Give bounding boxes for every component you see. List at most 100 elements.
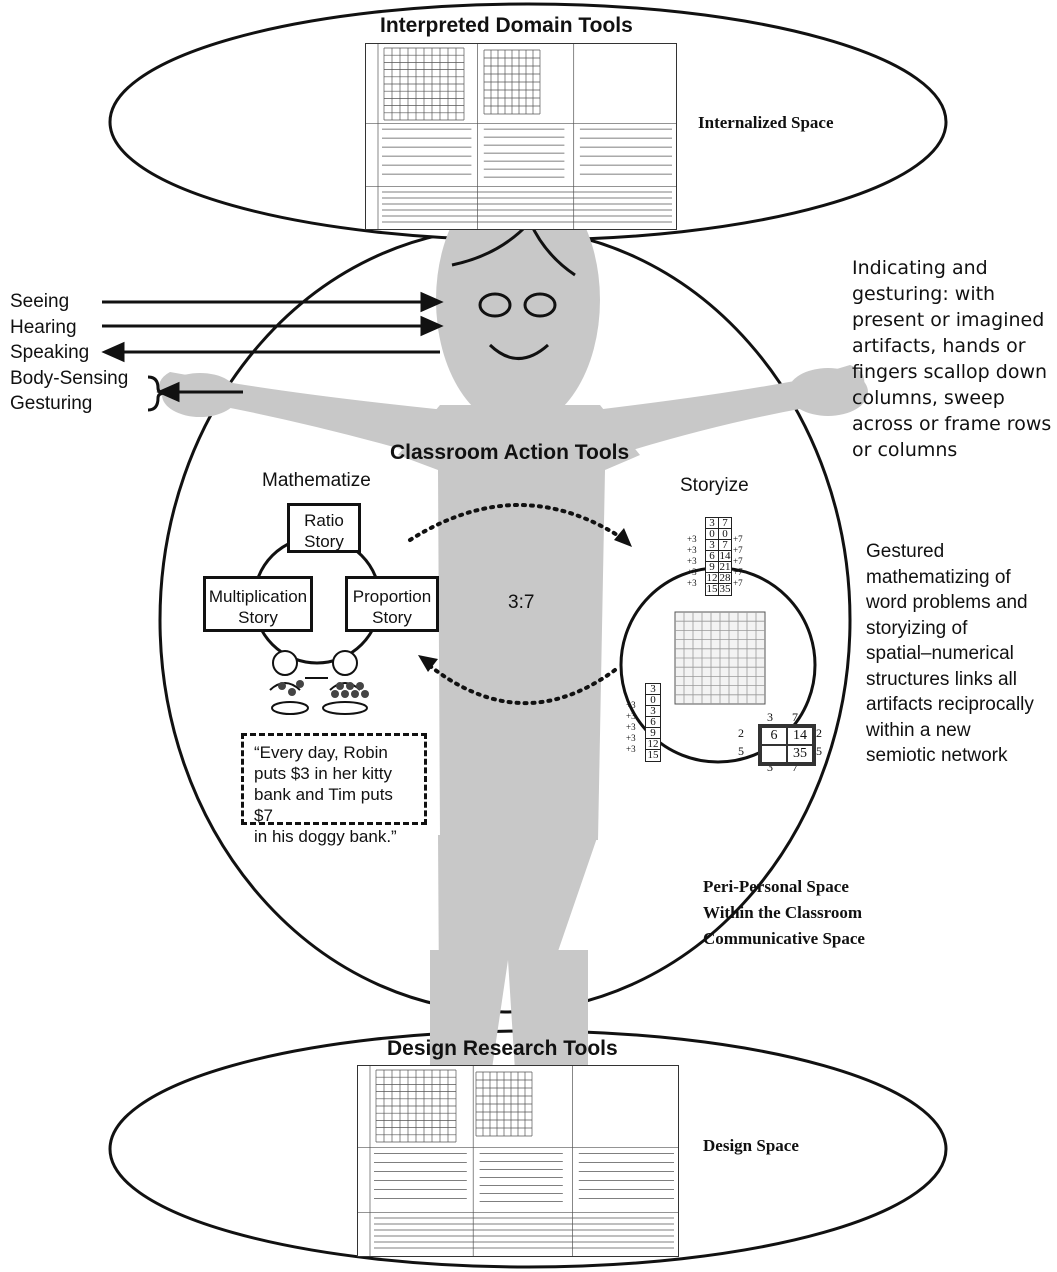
ratio-cell-seven: 0 (718, 528, 732, 541)
peri-line-3: Communicative Space (703, 929, 865, 948)
ratio-plus-three-mark: +3 (687, 567, 697, 577)
robin-tim-word-problem: “Every day, Robin puts $3 in her kitty b… (241, 733, 427, 846)
peri-line-1: Peri-Personal Space (703, 877, 849, 896)
sense-speaking: Speaking (10, 342, 90, 363)
sense-gesturing: Gesturing (10, 393, 93, 414)
puzzle-top-3: 3 (767, 710, 773, 724)
ratio-label: 3:7 (508, 592, 535, 613)
label-peri-personal-space: Peri-Personal Space Within the Classroom… (703, 874, 865, 952)
proportion-story-box: Proportion Story (345, 576, 439, 632)
proportion-story-line-1: Proportion (352, 587, 432, 606)
gesturing-line-6: columns, sweep (852, 387, 1005, 409)
children-cartoon (269, 650, 368, 715)
semiotic-line-9: semiotic network (866, 745, 1008, 766)
design-tools-sheet (357, 1065, 679, 1257)
semiotic-network-description: Gestured mathematizing of word problems … (866, 539, 1034, 769)
gesturing-line-4: artifacts, hands or (852, 335, 1026, 357)
puzzle-cell: 14 (787, 727, 813, 745)
semiotic-line-5: spatial–numerical (866, 643, 1014, 664)
ratio-plus-seven-mark: +7 (733, 534, 743, 544)
puzzle-cell: 6 (761, 727, 787, 745)
small-column-plus-mark: +3 (626, 733, 636, 743)
ratio-plus-seven-mark: +7 (733, 567, 743, 577)
semiotic-line-6: structures links all (866, 668, 1017, 690)
semiotic-line-2: mathematizing of (866, 566, 1011, 588)
title-interpreted-domain-tools: Interpreted Domain Tools (380, 14, 633, 37)
storyize-heading: Storyize (680, 475, 749, 496)
quote-line-1: “Every day, Robin (254, 743, 388, 762)
puzzle-top-7: 7 (792, 710, 798, 724)
arrowhead-right (614, 528, 632, 547)
puzzle-left-2: 2 (738, 726, 744, 740)
small-column-row: 6+3 (626, 711, 668, 729)
puzzle-bottom-3: 3 (767, 760, 773, 774)
design-tools-sheet-art (358, 1066, 678, 1256)
sense-body-sensing: Body-Sensing (10, 367, 129, 389)
semiotic-line-3: word problems and (866, 592, 1028, 613)
semiotic-line-8: within a new (866, 719, 971, 741)
ratio-cell-three: 15 (705, 583, 719, 596)
ratio-cell-seven: 14 (718, 550, 732, 563)
puzzle-right-5: 5 (816, 744, 822, 758)
small-column-plus-mark: +3 (626, 722, 636, 732)
gesturing-description: Indicating and gesturing: with present o… (852, 255, 1051, 463)
small-column-row: 15 +3 (626, 744, 668, 762)
small-column-plus-mark: +3 (626, 744, 636, 754)
puzzle-cell (761, 745, 787, 763)
ratio-plus-three-mark: +3 (687, 578, 697, 588)
quote-line-2: puts $3 in her kitty (254, 764, 392, 783)
semiotic-line-1: Gestured (866, 541, 945, 562)
title-design-research-tools: Design Research Tools (387, 1037, 618, 1060)
ratio-plus-seven-mark: +7 (733, 545, 743, 555)
multiplication-grid-lines (675, 612, 765, 704)
ratio-plus-three-mark: +3 (687, 545, 697, 555)
domain-tools-sheet-art (366, 44, 676, 229)
domain-tools-sheet (365, 43, 677, 230)
sense-arrows (101, 291, 444, 412)
ratio-plus-three-mark: +3 (687, 556, 697, 566)
multiplication-story-line-2: Story (238, 608, 278, 627)
ratio-plus-three-mark: +3 (687, 534, 697, 544)
puzzle-grid: 6 14 35 (758, 724, 816, 766)
sense-seeing: Seeing (10, 291, 70, 312)
small-column-row: 3 (628, 683, 668, 696)
gesturing-line-7: across or frame rows (852, 413, 1052, 435)
peri-line-2: Within the Classroom (703, 903, 863, 922)
ratio-cell-seven: 35 (718, 583, 732, 596)
dotted-arrows (408, 503, 627, 706)
ratio-story-line-2: Story (304, 532, 344, 551)
mt-puzzle: 3 7 2 5 2 5 3 7 6 14 35 (738, 710, 832, 774)
label-design-space: Design Space (703, 1136, 799, 1155)
small-column-plus-mark: +3 (626, 711, 636, 721)
label-internalized-space: Internalized Space (698, 113, 834, 132)
arrowhead-left (418, 655, 438, 672)
gesturing-line-8: or columns (852, 439, 958, 461)
gesturing-line-1: Indicating and (852, 257, 988, 279)
quote-line-3: bank and Tim puts $7 (254, 785, 393, 825)
puzzle-left-5: 5 (738, 744, 744, 758)
small-column-row: 0 (628, 694, 668, 707)
puzzle-right-2: 2 (816, 726, 822, 740)
gesturing-line-3: present or imagined (852, 309, 1045, 331)
gesturing-line-5: fingers scallop down (852, 361, 1048, 383)
ratio-plus-seven-mark: +7 (733, 578, 743, 588)
quote-line-4: in his doggy bank.” (254, 827, 397, 846)
sense-hearing: Hearing (10, 316, 77, 338)
semiotic-line-7: artifacts reciprocally (866, 694, 1034, 715)
small-column-cell: 15 (645, 749, 661, 762)
small-column-cell: 0 (645, 694, 661, 707)
multiplication-story-line-1: Multiplication (208, 587, 308, 606)
puzzle-bottom-7: 7 (792, 760, 798, 774)
title-classroom-action-tools: Classroom Action Tools (390, 441, 630, 464)
puzzle-cell: 35 (787, 745, 813, 763)
